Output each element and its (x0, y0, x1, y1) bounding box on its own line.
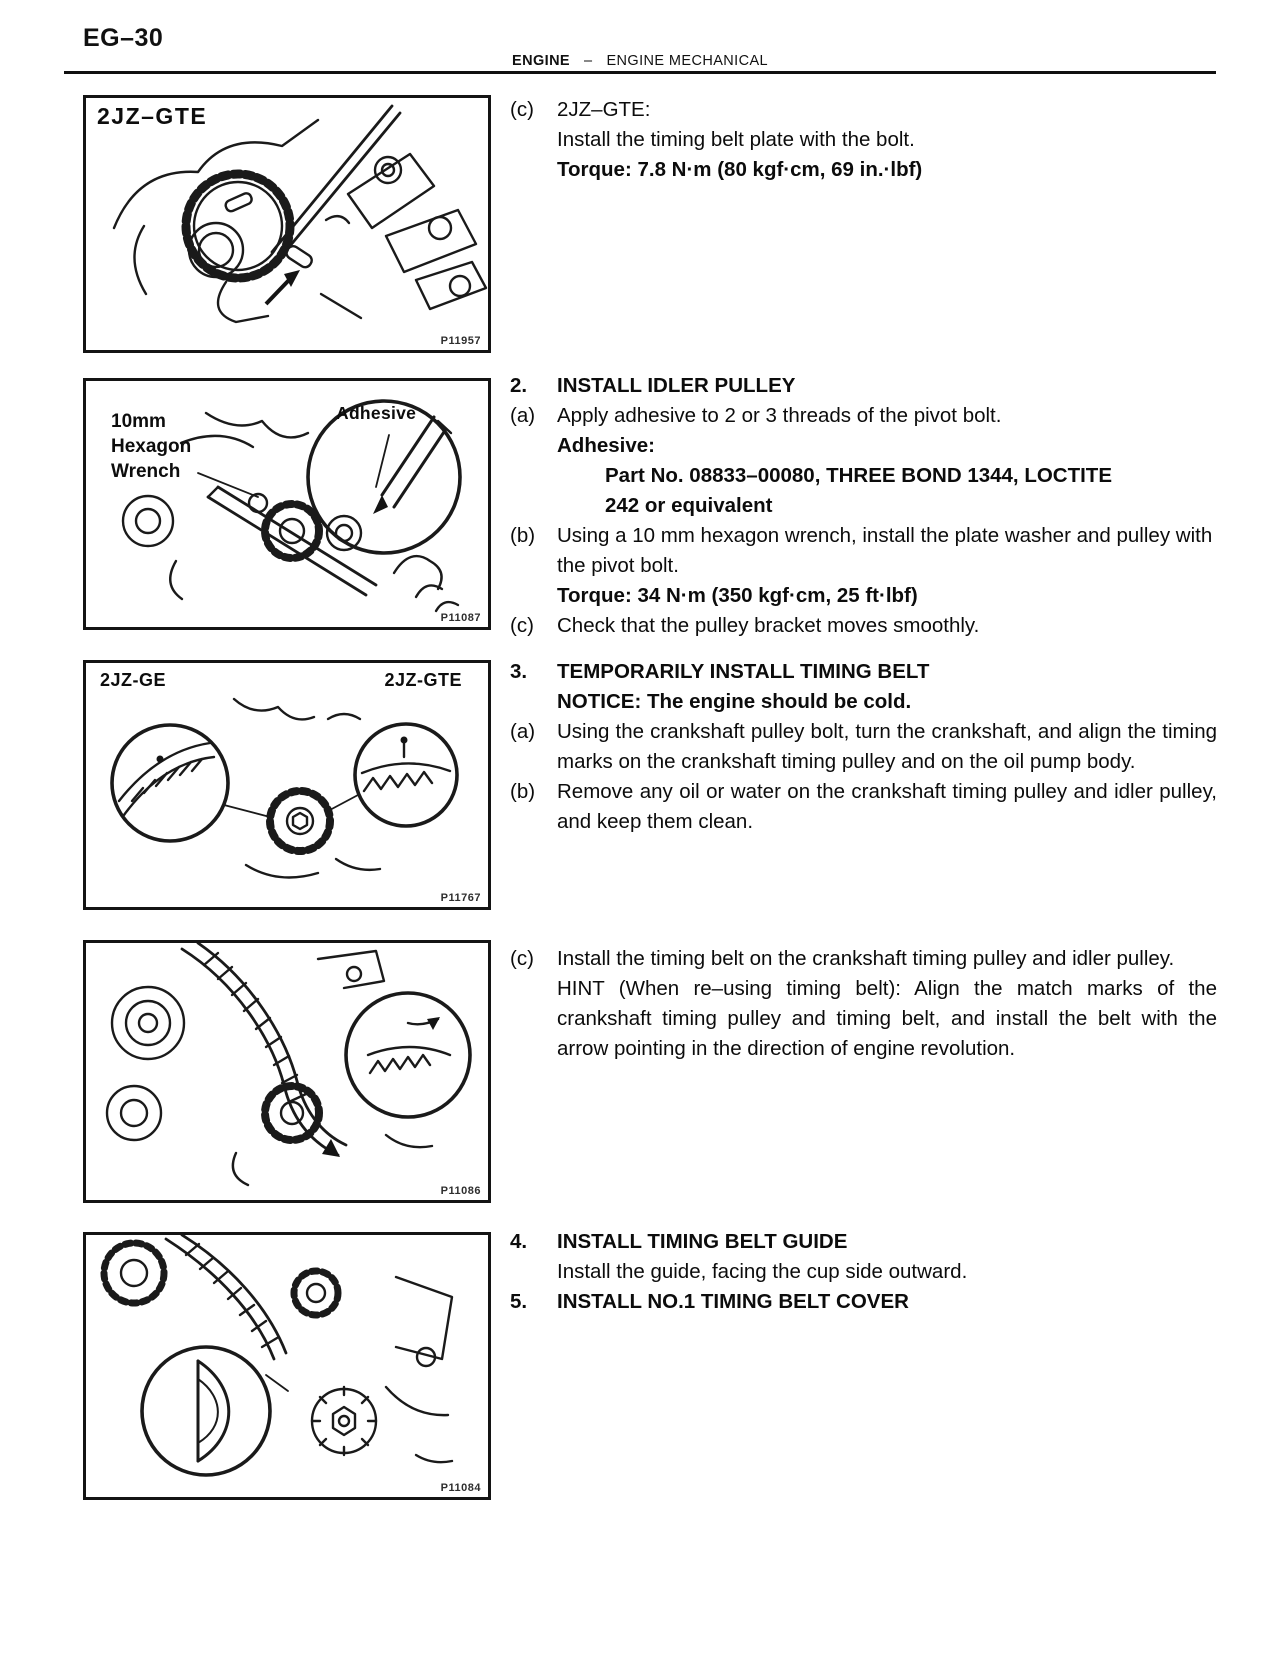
adhesive-callout-label: Adhesive (336, 403, 417, 423)
figure-install-timing-belt: P11086 (83, 940, 491, 1203)
figure-photo-code: P11767 (440, 892, 481, 904)
adhesive-part-number: Part No. 08833–00080, THREE BOND 1344, L… (605, 464, 1113, 487)
step-marker: (c) (510, 614, 534, 637)
engine-illustration-timing-marks (110, 697, 459, 879)
header-rule (64, 71, 1216, 74)
instruction-block-belt-plate: (c) 2JZ–GTE: Install the timing belt pla… (510, 95, 1217, 185)
torque-spec: Torque: 7.8 N·m (80 kgf·cm, 69 in.·lbf) (557, 158, 923, 181)
hand (392, 554, 460, 613)
driver-rod (270, 104, 402, 260)
step-marker: (b) (510, 524, 536, 547)
belt-direction-arrow-icon (322, 1139, 340, 1157)
running-header-dash: – (584, 53, 593, 69)
pump-gear (181, 169, 295, 283)
water-pump-pulley (105, 985, 186, 1142)
section-heading: 4. INSTALL TIMING BELT GUIDE (510, 1227, 1217, 1257)
crank-gear (261, 1082, 323, 1144)
running-header: ENGINE–ENGINE MECHANICAL (0, 53, 1280, 69)
magnifier-circle (344, 991, 472, 1119)
step-text: Install the timing belt plate with the b… (557, 128, 915, 151)
step-text: Install the timing belt on the crankshaf… (557, 947, 1175, 970)
step-c: (c) Install the timing belt on the crank… (510, 944, 1217, 1064)
instruction-block-belt-hint: (c) Install the timing belt on the crank… (510, 944, 1217, 1064)
step-text: Apply adhesive to 2 or 3 threads of the … (557, 404, 1002, 427)
running-header-section: ENGINE (512, 53, 571, 69)
step-c: (c) Check that the pulley bracket moves … (510, 611, 1217, 641)
figure-timing-marks: 2JZ-GE 2JZ-GTE P11767 (83, 660, 491, 910)
timing-belt (180, 943, 348, 1157)
step-text: 2JZ–GTE: (557, 98, 651, 121)
instruction-block-guide-cover: 4. INSTALL TIMING BELT GUIDE Install the… (510, 1227, 1217, 1317)
figure-photo-code: P11957 (440, 335, 481, 347)
section-heading: 3. TEMPORARILY INSTALL TIMING BELT (510, 657, 1217, 687)
figure-timing-belt-guide: P11084 (83, 1232, 491, 1500)
instruction-block-install-belt: 3. TEMPORARILY INSTALL TIMING BELT NOTIC… (510, 657, 1217, 837)
section-number: 5. (510, 1290, 528, 1313)
notice-line: NOTICE: The engine should be cold. (510, 687, 1217, 717)
section-number: 2. (510, 374, 528, 397)
section-number: 3. (510, 660, 528, 683)
variant-label-gte: 2JZ-GTE (384, 670, 462, 690)
magnifier-circle (306, 399, 462, 555)
section-body: Install the guide, facing the cup side o… (510, 1257, 1217, 1287)
step-text: Using a 10 mm hexagon wrench, install th… (557, 524, 1213, 577)
step-text: Using the crankshaft pulley bolt, turn t… (557, 720, 1217, 773)
variant-label-ge: 2JZ-GE (100, 670, 167, 690)
section-title: INSTALL TIMING BELT GUIDE (557, 1230, 848, 1253)
adhesive-part-number: 242 or equivalent (605, 494, 773, 517)
magnifier-right (353, 722, 459, 828)
pointer-arrow-tail (264, 278, 291, 306)
step-marker: (a) (510, 404, 536, 427)
page-number: EG–30 (83, 24, 164, 52)
section-heading: 2. INSTALL IDLER PULLEY (510, 371, 1217, 401)
figure-photo-code: P11084 (440, 1482, 481, 1494)
step-marker: (c) (510, 98, 534, 121)
engine-bracket (346, 152, 488, 311)
magnifier-circle (140, 1345, 272, 1477)
running-header-chapter: ENGINE MECHANICAL (606, 53, 768, 69)
timing-belt (164, 1235, 288, 1361)
crankshaft-pulley (310, 1385, 378, 1457)
notice-text: NOTICE: The engine should be cold. (557, 690, 912, 713)
hexagon-wrench-bar (206, 485, 378, 597)
step-a: (a) Apply adhesive to 2 or 3 threads of … (510, 401, 1217, 521)
adhesive-label: Adhesive: (557, 434, 655, 457)
section-title: INSTALL NO.1 TIMING BELT COVER (557, 1290, 909, 1313)
figure-variant-label: 2JZ–GTE (97, 103, 208, 129)
idler-gear (290, 1267, 342, 1319)
tool-label: 10mm Hexagon Wrench (111, 411, 192, 482)
step-text: Install the guide, facing the cup side o… (557, 1260, 968, 1283)
step-marker: (c) (510, 947, 534, 970)
hint-text: HINT (When re–using timing belt): Align … (557, 977, 1217, 1060)
crankshaft-pulley (266, 787, 334, 855)
section-number: 4. (510, 1230, 528, 1253)
section-title: INSTALL IDLER PULLEY (557, 374, 796, 397)
section-heading: 5. INSTALL NO.1 TIMING BELT COVER (510, 1287, 1217, 1317)
figure-idler-pulley-adhesive: 10mm Hexagon Wrench Adhesive P11087 (83, 378, 491, 630)
engine-illustration-timing-belt-plate (112, 104, 488, 324)
instruction-block-idler-pulley: 2. INSTALL IDLER PULLEY (a) Apply adhesi… (510, 371, 1217, 641)
step-b: (b) Using a 10 mm hexagon wrench, instal… (510, 521, 1217, 611)
section-title: TEMPORARILY INSTALL TIMING BELT (557, 660, 930, 683)
step-a: (a) Using the crankshaft pulley bolt, tu… (510, 717, 1217, 777)
pointer-arrow-icon (284, 270, 300, 287)
cam-pulley (100, 1239, 168, 1307)
figure-photo-code: P11087 (440, 612, 481, 624)
engine-illustration-idler-pulley (121, 399, 462, 613)
magnifier-left (110, 723, 230, 843)
step-text: Remove any oil or water on the crankshaf… (557, 780, 1217, 833)
step-b: (b) Remove any oil or water on the crank… (510, 777, 1217, 837)
step-marker: (a) (510, 720, 536, 743)
step-c-belt-plate: (c) 2JZ–GTE: Install the timing belt pla… (510, 95, 1217, 185)
engine-illustration-belt-guide (100, 1235, 454, 1477)
step-marker: (b) (510, 780, 536, 803)
step-text: Check that the pulley bracket moves smoo… (557, 614, 980, 637)
figure-timing-belt-plate: 2JZ–GTE P11957 (83, 95, 491, 353)
engine-illustration-install-belt (105, 943, 472, 1187)
torque-spec: Torque: 34 N·m (350 kgf·cm, 25 ft·lbf) (557, 584, 918, 607)
figure-photo-code: P11086 (440, 1185, 481, 1197)
